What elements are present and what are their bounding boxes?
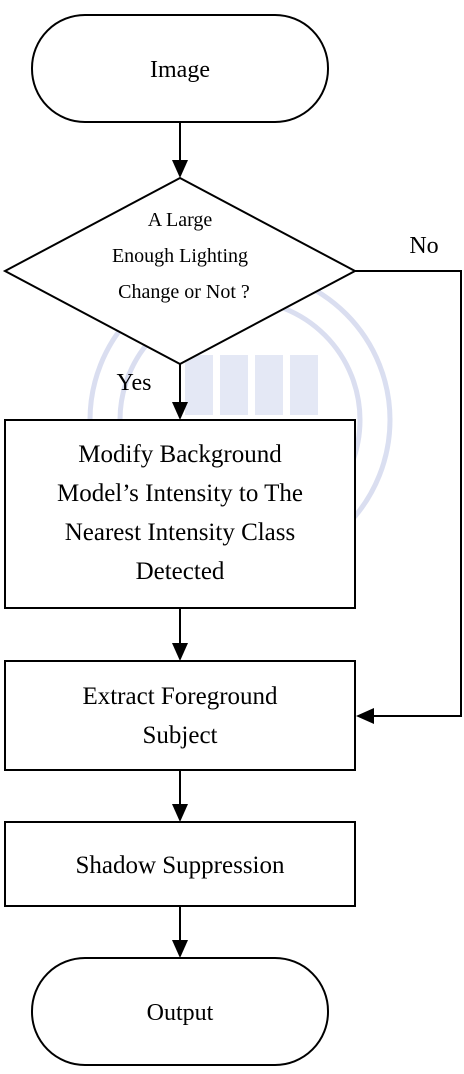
decision-node: A Large Enough Lighting Change or Not ? (2, 176, 358, 366)
modify-node: Modify Background Model’s Intensity to T… (4, 419, 356, 609)
arrow-no (355, 270, 462, 724)
end-node: Output (31, 957, 329, 1066)
decision-label-line-3: Change or Not ? (118, 281, 250, 303)
modify-label-line-1: Modify Background (78, 441, 282, 468)
start-label: Image (150, 57, 210, 83)
decision-label-line-2: Enough Lighting (112, 245, 248, 267)
arrow-yes (172, 364, 188, 420)
arrow-modify-to-extract (172, 608, 188, 661)
yes-label: Yes (117, 370, 152, 396)
extract-label-line-2: Subject (143, 722, 218, 749)
start-node: Image (31, 14, 329, 123)
shadow-node: Shadow Suppression (4, 821, 356, 907)
end-label: Output (147, 1000, 214, 1026)
arrow-extract-to-shadow (172, 770, 188, 822)
shadow-label: Shadow Suppression (75, 852, 285, 879)
decision-label-line-1: A Large (148, 209, 213, 231)
modify-label-line-3: Nearest Intensity Class (65, 519, 296, 546)
extract-node: Extract Foreground Subject (4, 660, 356, 771)
arrow-shadow-to-output (172, 906, 188, 958)
arrow-start-to-decision (172, 122, 188, 178)
no-label: No (409, 233, 438, 259)
extract-label-line-1: Extract Foreground (82, 683, 278, 710)
modify-label-line-2: Model’s Intensity to The (57, 480, 303, 507)
modify-label-line-4: Detected (136, 558, 225, 585)
